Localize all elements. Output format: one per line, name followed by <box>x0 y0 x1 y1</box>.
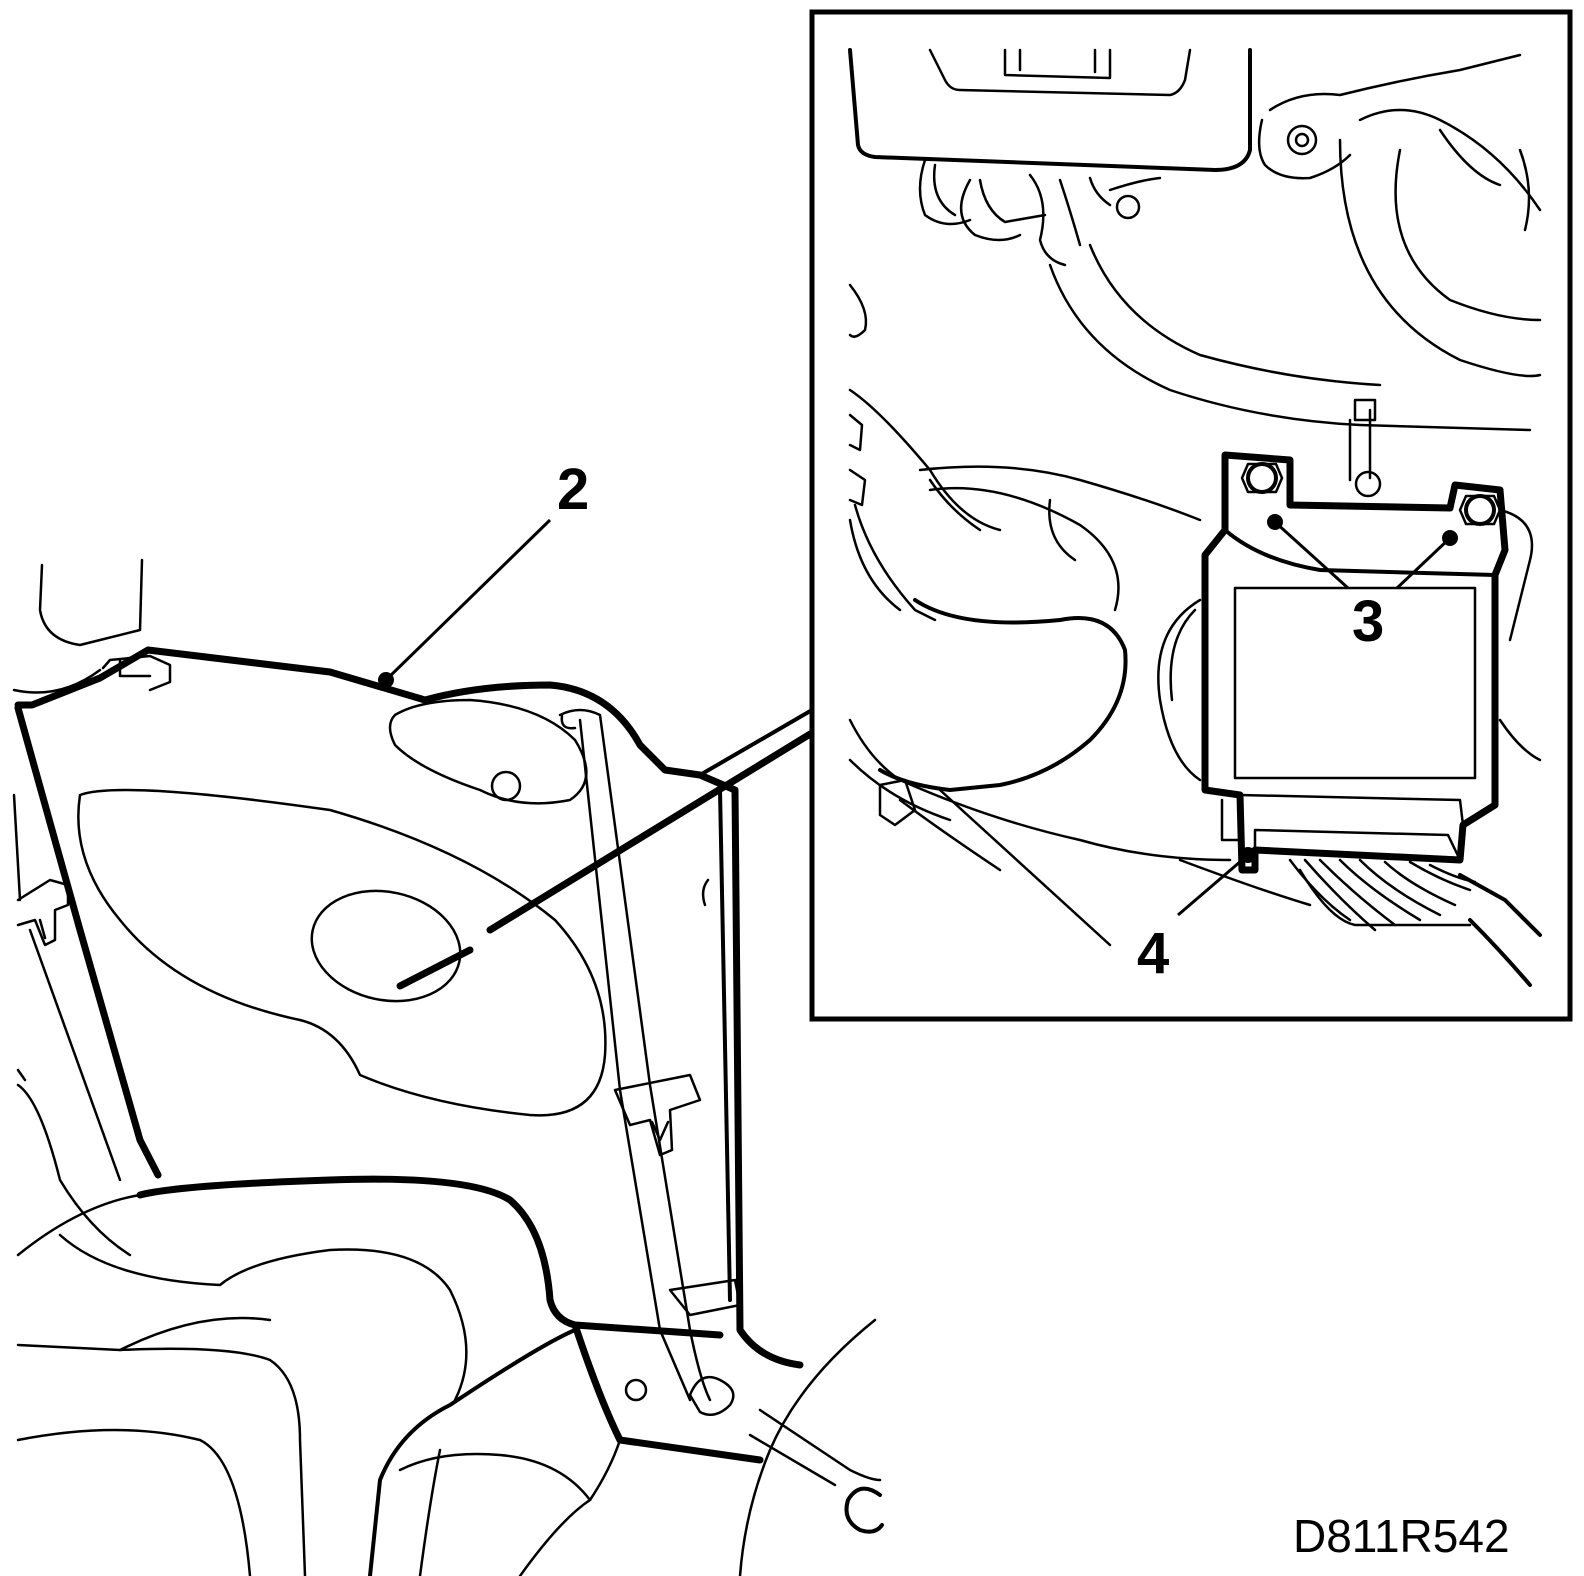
inset-view <box>809 9 1573 1022</box>
main-view <box>12 518 884 1576</box>
hand <box>878 598 1128 792</box>
callout-4: 4 <box>1137 921 1169 986</box>
trim-panel-outline <box>14 646 804 1369</box>
panel-recess <box>77 788 607 1117</box>
seat-backrest-outline <box>136 1175 724 1339</box>
seat-belt <box>558 708 712 1402</box>
figure-code: D811R542 <box>1293 1510 1510 1562</box>
callout-3: 3 <box>1352 589 1384 654</box>
callout-2: 2 <box>557 457 589 522</box>
